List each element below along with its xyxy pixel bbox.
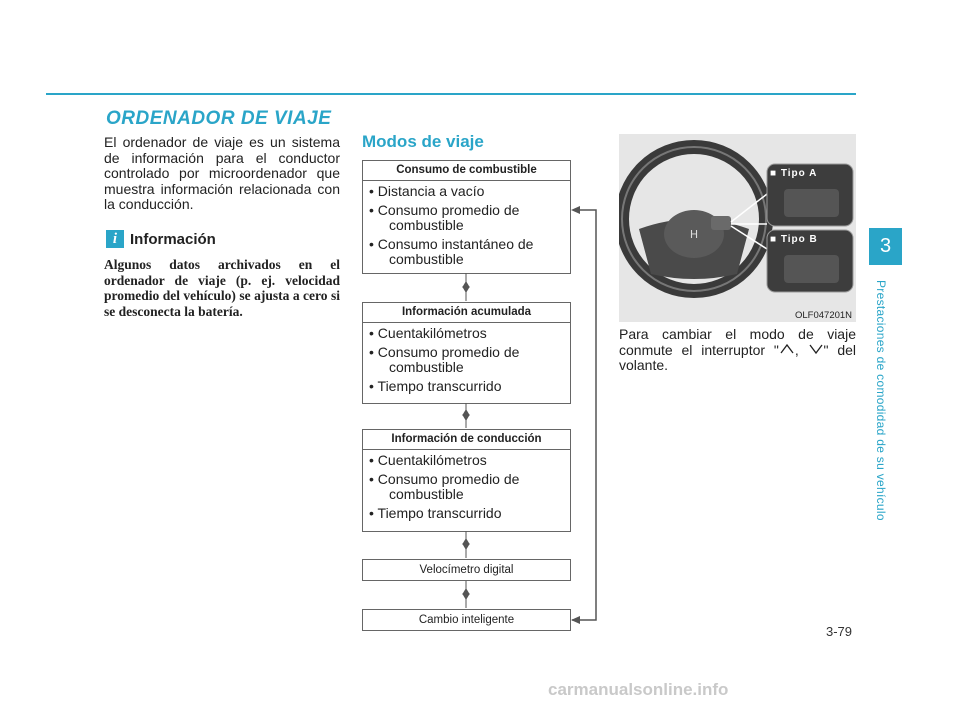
svg-text:H: H	[690, 228, 698, 241]
page-number: 3-79	[826, 624, 853, 639]
chapter-label: Prestaciones de comodidad de su vehículo	[874, 280, 888, 521]
up-arrow-icon	[462, 281, 470, 288]
down-arrow-icon	[462, 286, 470, 293]
steering-wheel-photo: H	[619, 134, 856, 322]
top-rule	[46, 93, 856, 95]
intro-paragraph: El ordenador de viaje es un sistema de i…	[104, 134, 340, 212]
tipo-a-label: ■ Tipo A	[770, 168, 818, 179]
info-icon: i	[106, 230, 124, 248]
watermark: carmanualsonline.info	[548, 680, 729, 699]
list-item: • Cuentakilómetros	[369, 325, 487, 341]
tipo-b-label: ■ Tipo B	[770, 234, 818, 245]
figure-code: OLF047201N	[795, 310, 853, 321]
chapter-tab: 3	[869, 228, 902, 265]
mode-box-smart-shift: Cambio inteligente	[362, 609, 571, 631]
mode-box-driving: Información de conducción • Cuentakilóme…	[362, 429, 571, 532]
list-item: • Cuentakilómetros	[369, 452, 487, 468]
arrow-left-icon	[571, 616, 580, 624]
chevron-up-icon	[780, 343, 794, 353]
list-item: • Tiempo transcurrido	[369, 377, 502, 394]
arrow-left-icon	[571, 206, 580, 214]
list-item: • Tiempo transcurrido	[369, 504, 502, 521]
mode-box-digital-speed: Velocímetro digital	[362, 559, 571, 581]
mode-box-header: Información acumulada	[363, 303, 570, 323]
mode-box-header: Consumo de combustible	[363, 161, 570, 181]
mode-box-header: Información de conducción	[363, 430, 570, 450]
info-title: Información	[130, 231, 216, 248]
chevron-down-icon	[809, 344, 823, 354]
modes-title: Modos de viaje	[362, 132, 484, 151]
list-item: • Distancia a vacío	[369, 183, 485, 199]
mode-box-fuel: Consumo de combustible • Distancia a vac…	[362, 160, 571, 274]
switch-instructions: Para cambiar el modo de viaje conmute el…	[619, 326, 857, 373]
section-title: ORDENADOR DE VIAJE	[106, 108, 332, 129]
info-text: Algunos datos archivados en el ordenador…	[104, 257, 340, 319]
